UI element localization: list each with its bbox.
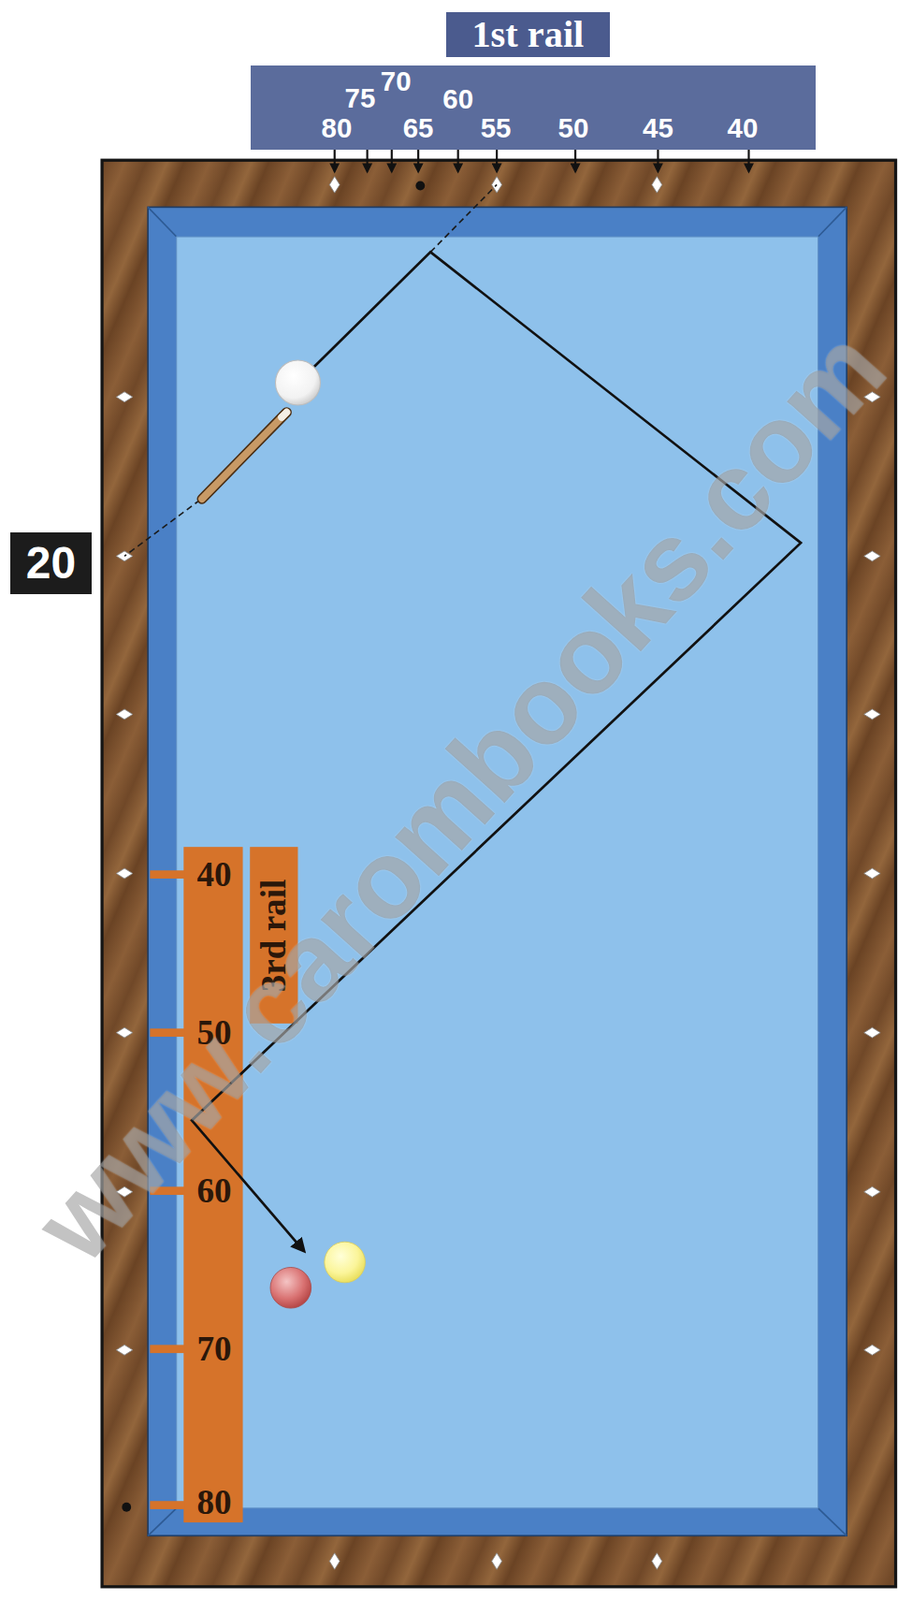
rail-diamond: [329, 176, 340, 193]
system-number-box: 20: [10, 532, 92, 594]
diamond-number: 45: [642, 115, 674, 143]
aim-line: [124, 499, 201, 556]
rail-diamond: [115, 1186, 132, 1197]
diamond-number: 40: [727, 115, 759, 143]
rail-diamond: [329, 1552, 340, 1569]
rail-diamond: [115, 1027, 132, 1038]
rail-diamond: [864, 868, 881, 879]
diamond-number: 75: [345, 84, 377, 112]
scale-tick: [149, 1186, 185, 1195]
wood-frame: [101, 159, 896, 1587]
scale-number: 40: [196, 856, 232, 892]
rail-dot: [415, 181, 425, 191]
rail-diamond: [492, 1552, 503, 1569]
cloth: [176, 236, 819, 1508]
scale-number: 50: [196, 1014, 232, 1050]
rail-diamond: [864, 391, 881, 403]
diamond-number-band: 80 7570 656055 50 45 40: [250, 65, 816, 151]
scale-number: 80: [196, 1485, 232, 1520]
cue-ball-path: [191, 251, 801, 1251]
rail-diamond: [864, 550, 881, 562]
diamond-number: 80: [321, 115, 353, 143]
rail-diamond: [864, 1344, 881, 1355]
cue-ball: [275, 360, 320, 406]
scale-tick: [149, 869, 185, 879]
cue-stick-outline: [202, 412, 288, 500]
rail-diamond: [864, 1186, 881, 1197]
watermark: www.carombooks.com: [15, 310, 905, 1281]
scale-bar-ground: [183, 846, 243, 1522]
rail-diamond: [115, 709, 132, 720]
scale-tick: [149, 1344, 185, 1353]
scale-title-ground: [249, 846, 298, 1024]
cushion: [147, 206, 847, 1535]
cushion-corner: [147, 1507, 177, 1535]
aim-line: [430, 184, 497, 252]
scale-tick: [149, 1500, 185, 1509]
rail-dot: [121, 1502, 131, 1512]
cue-stick: [202, 412, 288, 500]
rail-diamond: [864, 709, 881, 720]
rail-title: 3rd rail: [256, 878, 291, 992]
rail-diamond: [115, 391, 132, 403]
third-rail-scale: 40 50 60 70 80: [183, 846, 243, 1522]
diamond-number: 50: [558, 115, 590, 143]
cushion-corner: [147, 206, 177, 237]
system-number: 20: [26, 540, 76, 586]
rail-diamond: [651, 176, 663, 193]
diamond-number: 70: [380, 68, 412, 96]
scale-tick: [149, 1027, 185, 1037]
yellow-ball: [324, 1241, 366, 1283]
cue-tip: [281, 412, 287, 418]
rail-diamond: [651, 1552, 663, 1569]
cushion-corner: [818, 206, 848, 237]
diamond-number: 65: [403, 115, 435, 143]
rail-title: 1st rail: [471, 15, 584, 54]
third-rail-title-box: 3rd rail: [249, 846, 298, 1024]
rail-diamond: [115, 868, 132, 879]
scale-number: 70: [196, 1331, 232, 1366]
rail-title-box: 1st rail: [446, 12, 611, 58]
scale-number: 60: [196, 1172, 232, 1208]
rail-diamond: [864, 1027, 881, 1038]
rail-diamond: [115, 1344, 132, 1355]
diamond-number: 55: [480, 115, 512, 143]
cushion-corner: [818, 1507, 848, 1535]
diamond-number: 60: [442, 85, 474, 113]
red-ball: [270, 1266, 312, 1308]
